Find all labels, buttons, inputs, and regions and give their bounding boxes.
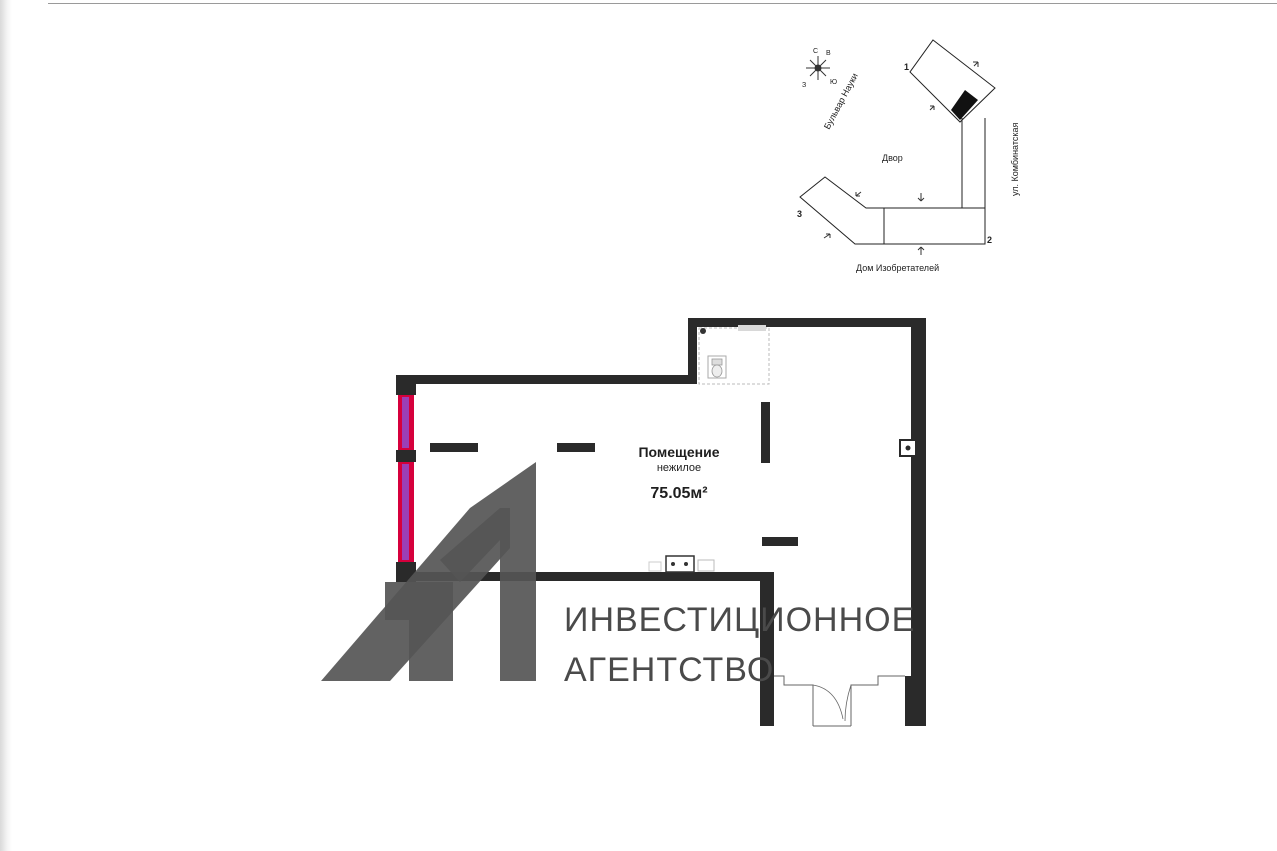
electrical-box-icon xyxy=(899,439,917,457)
page-left-edge xyxy=(0,0,12,851)
building-2-outline xyxy=(883,207,986,245)
left-windows xyxy=(398,395,414,562)
entrance-door xyxy=(774,675,905,727)
building-2-number: 2 xyxy=(987,235,992,245)
brand-line-2: АГЕНТСТВО xyxy=(564,651,774,689)
bathroom-zone xyxy=(698,325,770,385)
building-1-highlight xyxy=(951,90,978,120)
building-1-number: 1 xyxy=(904,62,909,72)
exterior-walls xyxy=(396,318,926,726)
building-3-number: 3 xyxy=(797,209,802,219)
street-boulevard-label: Бульвар Науки xyxy=(822,71,860,130)
building-connector xyxy=(961,118,986,209)
drain-icon xyxy=(700,328,706,334)
street-kombinatskaya-label: ул. Комбинатская xyxy=(1010,122,1020,196)
street-inventors-label: Дом Изобретателей xyxy=(856,263,939,273)
brand-line-1: ИНВЕСТИЦИОННОЕ xyxy=(564,601,915,639)
entrance-arrows xyxy=(823,61,979,255)
radiator-icon xyxy=(738,325,766,331)
site-plan: С В З Ю Бульвар Науки 1 2 3 Двор ул. Ком… xyxy=(797,39,1020,273)
compass-south: Ю xyxy=(830,79,837,86)
compass-icon: С В З Ю xyxy=(802,48,837,89)
toilet-icon xyxy=(707,355,727,379)
room-type: нежилое xyxy=(657,462,701,474)
building-3-outline xyxy=(799,176,885,245)
top-divider xyxy=(48,3,1277,4)
sink-icon xyxy=(648,555,715,573)
interior-partitions xyxy=(430,402,798,546)
watermark-logo xyxy=(321,462,536,681)
room-area: 75.05м² xyxy=(650,485,707,502)
room-name: Помещение xyxy=(638,444,719,460)
yard-label: Двор xyxy=(882,153,903,163)
compass-west: З xyxy=(802,82,806,89)
floor-plan: Помещение нежилое 75.05м² xyxy=(396,318,926,727)
compass-north: С xyxy=(813,48,818,55)
compass-east: В xyxy=(826,50,831,57)
